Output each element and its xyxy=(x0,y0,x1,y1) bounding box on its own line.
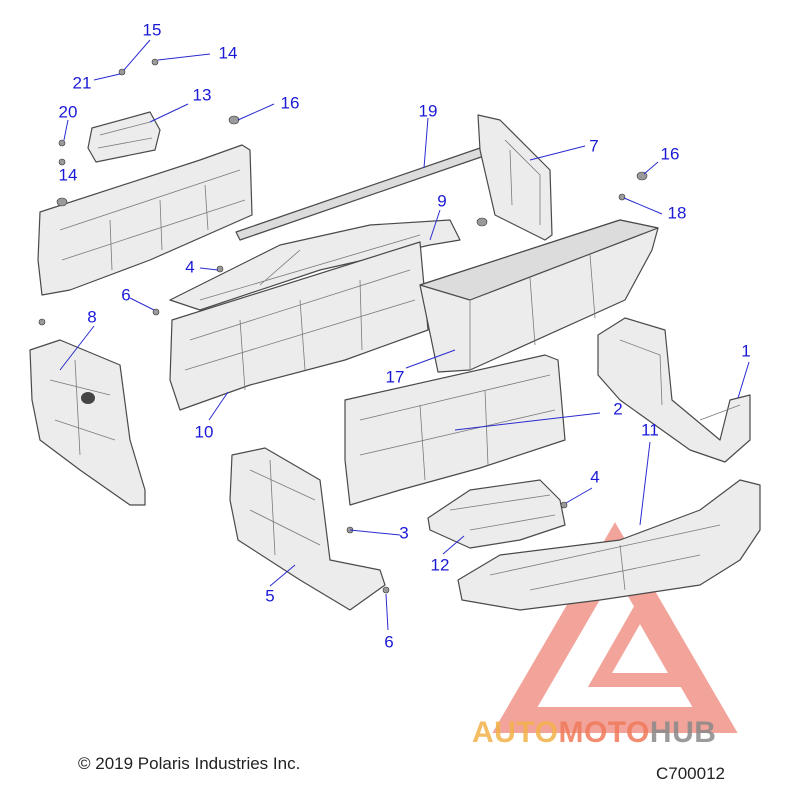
callout-11: 11 xyxy=(641,420,659,439)
part-7-side-panel xyxy=(477,114,553,241)
callout-6: 6 xyxy=(121,285,130,304)
part-8-left-panel xyxy=(29,339,146,506)
callout-17: 17 xyxy=(386,367,405,386)
callout-labels: 1 2 3 4 4 5 6 6 7 8 9 10 11 12 13 14 14 … xyxy=(59,20,751,651)
callout-7: 7 xyxy=(589,136,598,155)
callout-19: 19 xyxy=(419,101,438,120)
callout-16: 16 xyxy=(281,93,300,112)
callout-14: 14 xyxy=(219,43,238,62)
callout-10: 10 xyxy=(195,422,214,441)
copyright-notice: © 2019 Polaris Industries Inc. xyxy=(78,754,301,773)
part-9-floor-plate xyxy=(169,219,461,311)
callout-20: 20 xyxy=(59,102,78,121)
callout-9: 9 xyxy=(437,191,446,210)
watermark-auto: AUTO xyxy=(472,716,559,749)
callout-13: 13 xyxy=(193,85,212,104)
watermark-moto: MOTO xyxy=(558,716,650,749)
part-5-footwell xyxy=(229,447,386,611)
callout-16: 16 xyxy=(661,144,680,163)
part-upper-left-panel xyxy=(37,144,253,296)
callout-15: 15 xyxy=(143,20,162,39)
part-11-right-floor xyxy=(457,479,761,611)
figure-code: C700012 xyxy=(656,764,726,783)
leader-lines xyxy=(59,39,750,631)
part-13-cover xyxy=(87,111,161,163)
callout-14: 14 xyxy=(59,165,78,184)
part-1-right-panel xyxy=(597,317,751,463)
callout-4: 4 xyxy=(185,257,194,276)
part-12-floor-insert xyxy=(427,479,566,549)
callout-21: 21 xyxy=(73,73,92,92)
hardware-fasteners xyxy=(38,58,648,594)
watermark-text: AUTOMOTOHUB xyxy=(472,716,716,750)
callout-2: 2 xyxy=(613,399,622,418)
callout-12: 12 xyxy=(431,555,450,574)
callout-5: 5 xyxy=(265,586,274,605)
part-17-storage-box xyxy=(419,219,659,373)
callout-18: 18 xyxy=(668,203,687,222)
watermark-logo xyxy=(492,522,738,733)
callout-1: 1 xyxy=(741,341,750,360)
callout-8: 8 xyxy=(87,307,96,326)
watermark-hub: HUB xyxy=(649,716,717,749)
callout-6: 6 xyxy=(384,632,393,651)
callout-4: 4 xyxy=(590,467,599,486)
callout-3: 3 xyxy=(399,523,408,542)
part-10-center-panel xyxy=(169,241,429,411)
